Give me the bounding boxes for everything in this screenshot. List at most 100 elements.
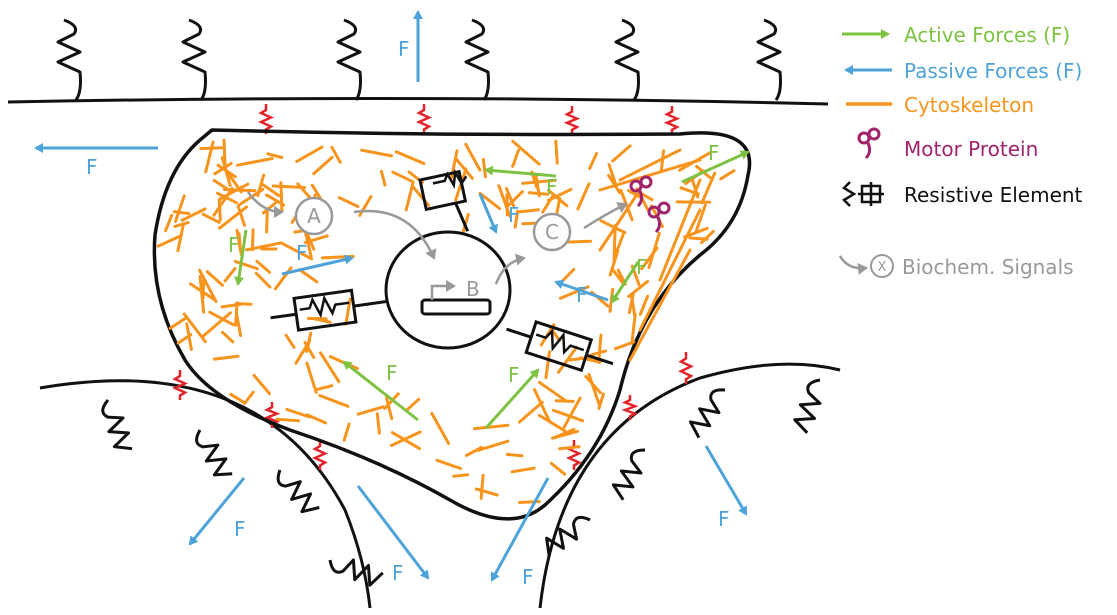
- cytoskeleton-filament: [481, 475, 483, 498]
- cytoskeleton-filament: [362, 150, 392, 156]
- cytoskeleton-filament: [287, 409, 310, 417]
- cytoskeleton-filament: [432, 413, 449, 443]
- ecm-spring-icon: [272, 465, 320, 518]
- cytoskeleton-filament: [519, 210, 538, 212]
- cytoskeleton-filament: [339, 198, 358, 207]
- cytoskeleton-filament: [616, 342, 634, 349]
- force-label: F: [522, 565, 534, 589]
- force-label: F: [546, 175, 558, 199]
- cytoskeleton-filament: [721, 171, 734, 179]
- cytoskeleton-filament: [256, 273, 270, 287]
- cytoskeleton-filament: [476, 489, 497, 495]
- cytoskeleton-filament: [268, 154, 282, 158]
- adhesion-spring-icon: [419, 104, 429, 134]
- force-label: F: [718, 507, 730, 531]
- cytoskeleton-filament: [238, 159, 273, 166]
- neighbor-cell-right: [540, 364, 840, 608]
- legend-item-active: Active Forces (F): [842, 23, 1070, 47]
- dashpot-icon: [526, 322, 591, 370]
- cytoskeleton-filament: [478, 441, 508, 450]
- signal-a-label: A: [307, 204, 321, 228]
- legend-item-passive: Passive Forces (F): [846, 59, 1082, 83]
- active-force-arrow: F: [344, 361, 418, 420]
- cytoskeleton-filament: [507, 454, 522, 455]
- resistive-element-left: [268, 286, 389, 334]
- adhesion-spring-icon: [569, 440, 579, 470]
- cytoskeleton-filament: [702, 231, 714, 242]
- legend-item-signal: X Biochem. Signals: [840, 255, 1074, 279]
- motor-protein-2: [649, 203, 669, 232]
- legend-item-resistive: Resistive Element: [844, 182, 1083, 207]
- cytoskeleton-filament: [546, 352, 550, 378]
- passive-force-arrow: F: [36, 148, 158, 179]
- cytoskeleton-filament: [556, 141, 557, 163]
- spring-icon: [299, 295, 351, 318]
- cytoskeleton-filament: [206, 142, 213, 172]
- force-label: F: [392, 561, 404, 585]
- ecm-spring-icon: [183, 20, 206, 100]
- cytoskeleton-filament: [512, 468, 534, 472]
- legend-item-cytoskeleton: Cytoskeleton: [846, 93, 1034, 117]
- cytoskeleton-filament: [166, 215, 172, 230]
- adhesion-spring-icon: [567, 106, 577, 134]
- cytoskeleton-filament: [223, 332, 233, 342]
- legend-resistive-label: Resistive Element: [904, 183, 1083, 207]
- cytoskeleton-filament: [649, 233, 659, 267]
- ecm-spring-icon: [327, 552, 384, 587]
- cytoskeleton-filament: [225, 269, 235, 281]
- force-label: F: [576, 283, 588, 307]
- cytoskeleton-filament: [560, 270, 574, 284]
- ecm-spring-icon: [616, 20, 639, 100]
- signal-c-label: C: [545, 220, 559, 244]
- passive-force-arrow: F: [190, 478, 246, 544]
- force-label: F: [398, 37, 410, 61]
- passive-force-arrow: F: [492, 478, 548, 589]
- cytoskeleton-filament: [257, 261, 270, 272]
- cytoskeleton-filament: [396, 152, 424, 164]
- cytoskeleton-filament: [307, 363, 316, 392]
- ecm-spring-icon: [540, 512, 595, 558]
- cytoskeleton-filament: [592, 351, 606, 355]
- legend-signal-icon-letter: X: [878, 260, 887, 275]
- cytoskeleton-filament: [245, 392, 254, 403]
- cytoskeleton-filament: [660, 180, 700, 280]
- force-label: F: [508, 363, 520, 387]
- cytoskeleton-filament: [207, 272, 222, 286]
- cytoskeleton-filament: [158, 236, 180, 246]
- cytoskeleton-filament: [613, 146, 630, 161]
- cytoskeleton-filament: [539, 382, 565, 400]
- ecm-spring-icon: [58, 20, 81, 100]
- neighbor-cell-left: [40, 381, 370, 608]
- force-label: F: [296, 241, 308, 265]
- cytoskeleton-filament: [454, 475, 468, 477]
- cytoskeleton-filament: [176, 196, 185, 222]
- cytoskeleton-filament: [578, 184, 589, 209]
- resistive-element-icon: [844, 182, 884, 206]
- nucleus: B: [386, 232, 510, 348]
- cytoskeleton-filament: [332, 147, 340, 162]
- force-label: F: [86, 155, 98, 179]
- cytoskeleton-filament: [214, 181, 227, 189]
- cytoskeleton-filament: [300, 270, 317, 282]
- legend-passive-label: Passive Forces (F): [904, 59, 1082, 83]
- cytoskeleton-filament: [407, 399, 419, 410]
- force-label: F: [386, 361, 398, 385]
- cytoskeleton-filament: [219, 200, 220, 219]
- cytoskeleton-filament: [236, 303, 238, 325]
- force-label: F: [228, 233, 240, 257]
- ecm-spring-icon: [466, 20, 489, 100]
- cytoskeleton-filament: [314, 157, 333, 174]
- adhesion-spring-icon: [667, 106, 677, 134]
- substrate: [8, 98, 828, 104]
- adhesion-spring-icon: [681, 352, 691, 384]
- force-label: F: [636, 255, 648, 279]
- legend-item-motor: Motor Protein: [859, 129, 1038, 161]
- ecm-spring-icon: [686, 384, 732, 439]
- cytoskeleton-filament: [539, 415, 564, 430]
- cytoskeleton-filament: [182, 209, 205, 220]
- cytoskeleton-filament: [252, 230, 253, 250]
- cytoskeleton-filament: [551, 463, 564, 474]
- legend-motor-label: Motor Protein: [904, 137, 1038, 161]
- cytoskeleton-filament: [513, 150, 519, 166]
